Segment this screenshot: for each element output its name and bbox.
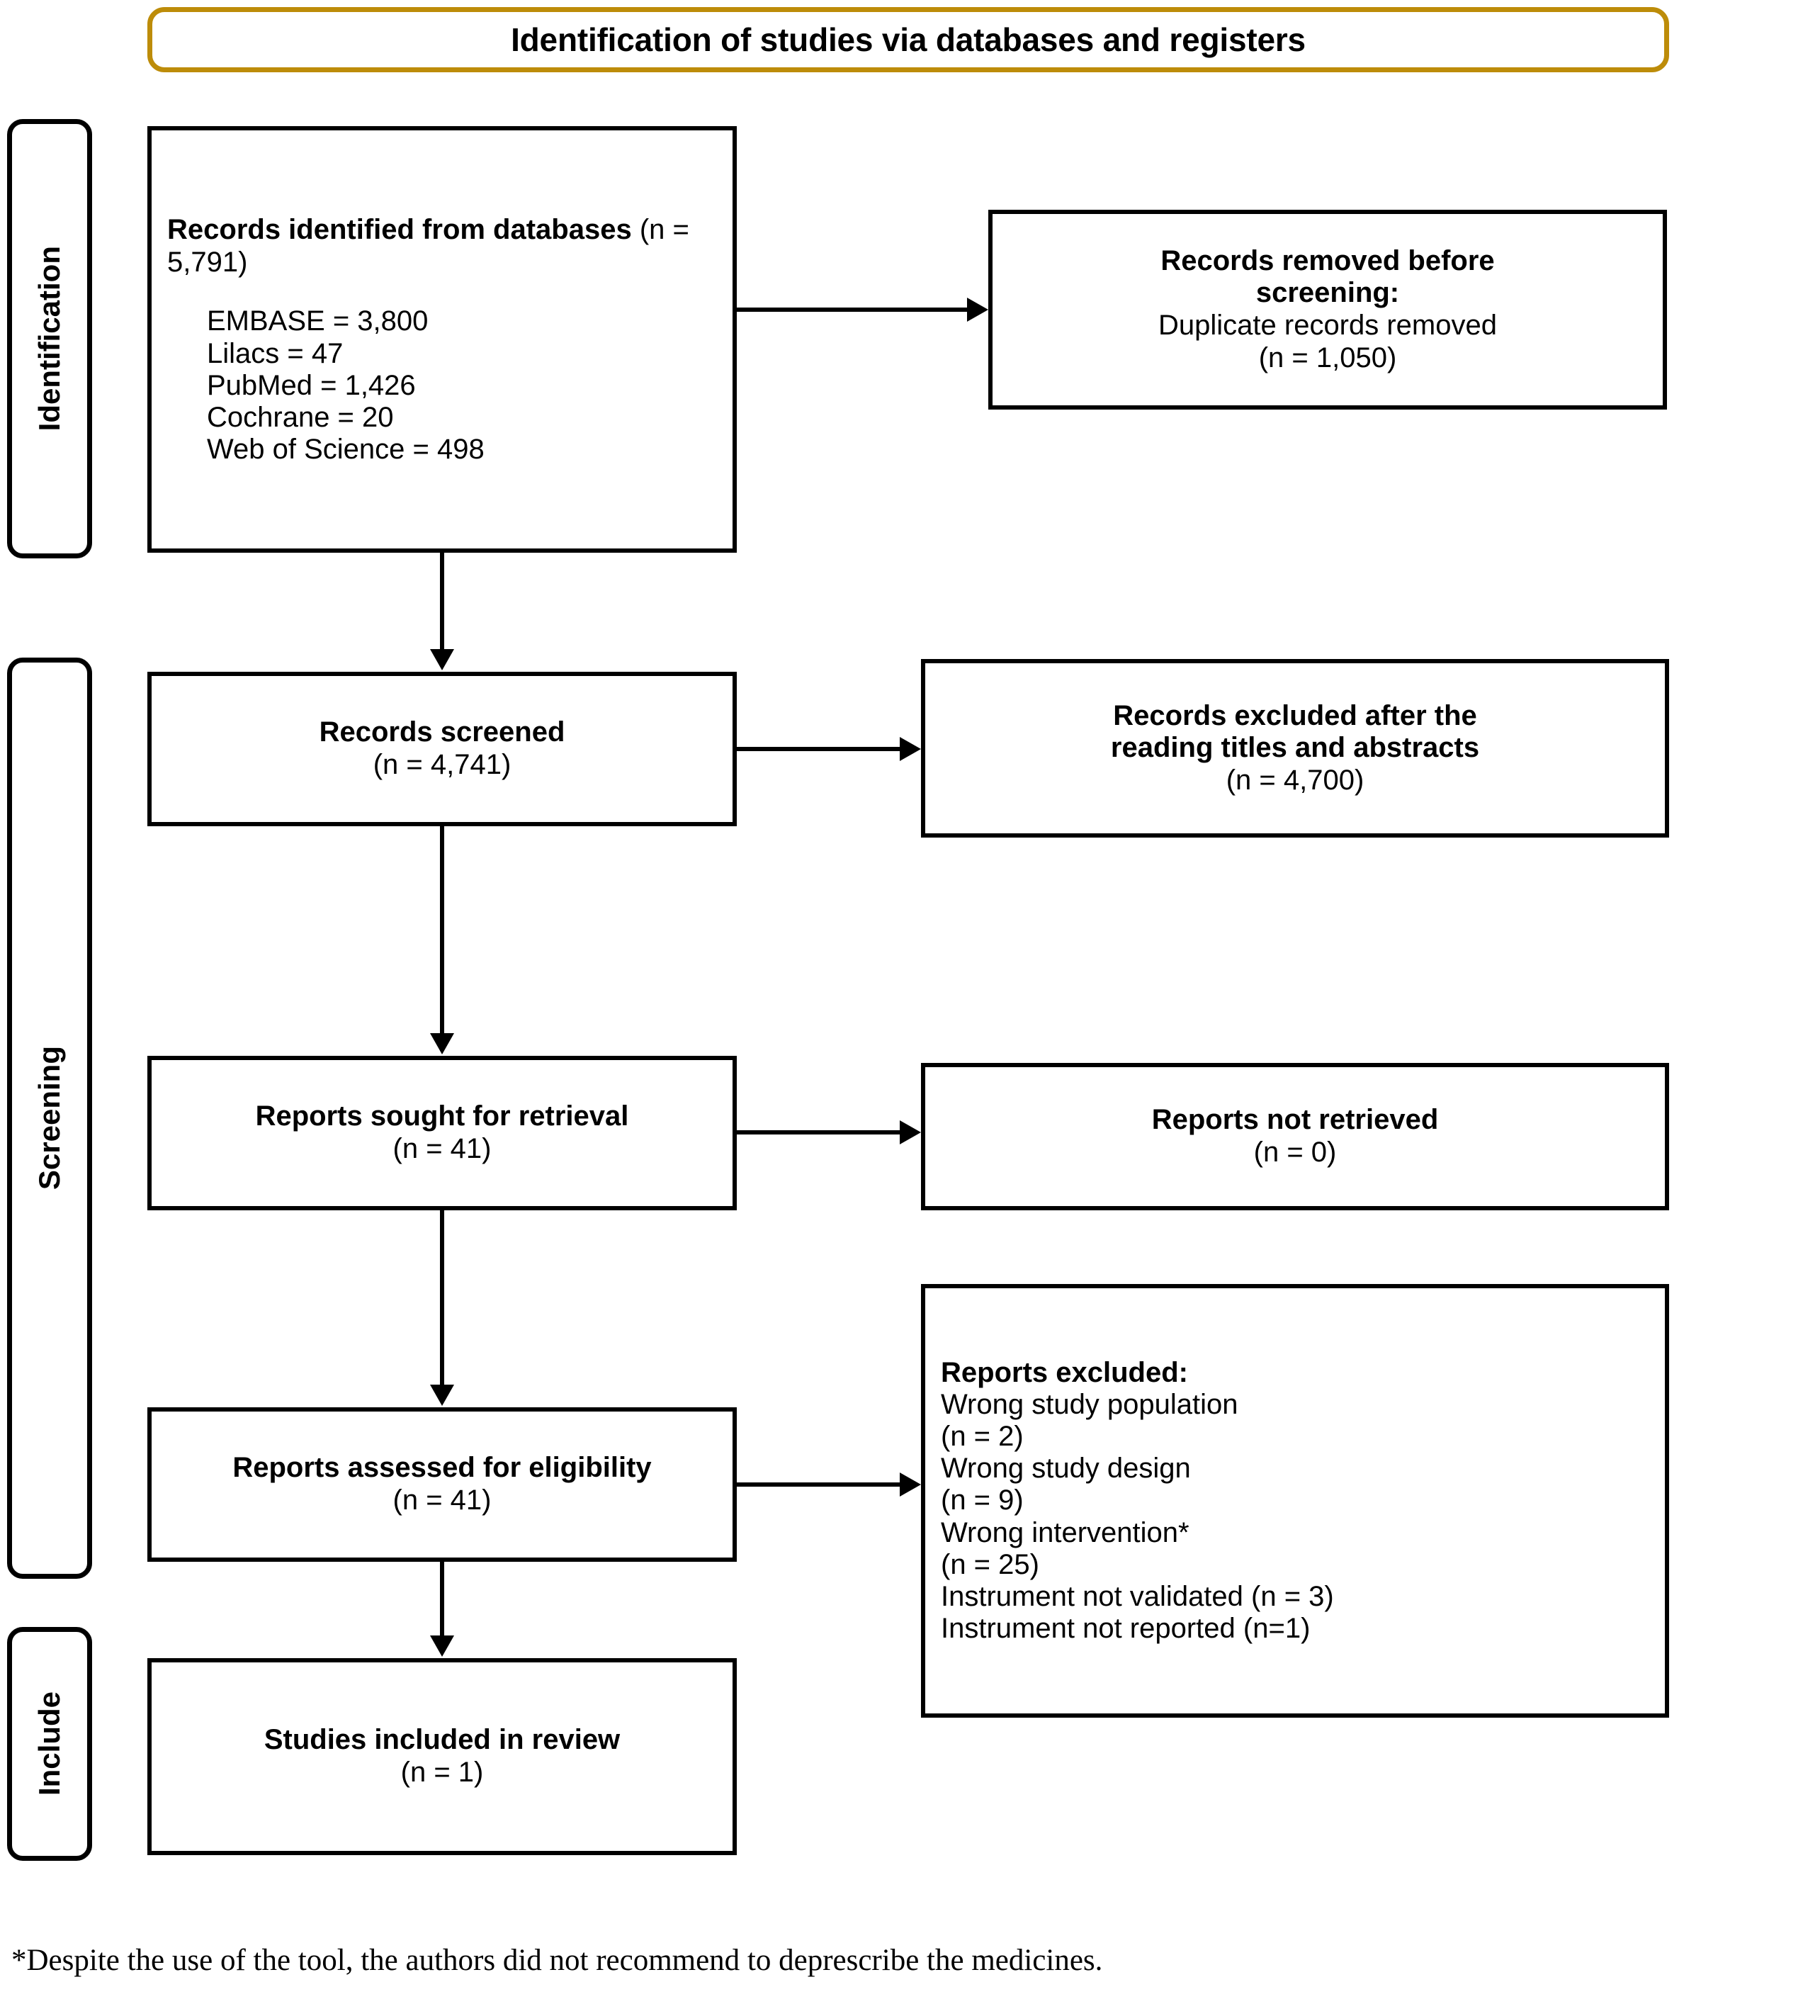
source-web-of-science: Web of Science = 498 [207, 434, 485, 466]
connector-assessed-to-excluded [737, 1482, 900, 1487]
records-removed-detail: Duplicate records removed [1158, 310, 1497, 341]
reason-wrong-intervention: Wrong intervention* [941, 1516, 1189, 1548]
records-identified-heading: Records identified from databases (n = 5… [167, 213, 721, 279]
box-records-excluded: Records excluded after the reading title… [921, 659, 1669, 838]
reason-wrong-study-population-n: (n = 2) [941, 1421, 1024, 1453]
connector-sought-to-assessed [440, 1210, 444, 1387]
figure-footnote: *Despite the use of the tool, the author… [11, 1944, 1103, 1977]
box-studies-included: Studies included in review (n = 1) [147, 1658, 737, 1855]
connector-assessed-to-included [440, 1562, 444, 1638]
arrow-assessed-to-excluded [900, 1472, 921, 1497]
arrow-screened-to-excluded [900, 737, 921, 761]
records-removed-title-line2: screening: [1255, 277, 1400, 309]
records-screened-count: (n = 4,741) [373, 749, 511, 780]
reports-assessed-title: Reports assessed for eligibility [232, 1452, 652, 1484]
stage-rail-screening: Screening [7, 658, 92, 1579]
reason-instrument-not-validated: Instrument not validated (n = 3) [941, 1580, 1334, 1612]
studies-included-count: (n = 1) [400, 1757, 484, 1788]
records-identified-title: Records identified from databases [167, 213, 632, 245]
header-banner: Identification of studies via databases … [147, 7, 1669, 72]
records-removed-title-line1: Records removed before [1160, 244, 1495, 276]
stage-label-include: Include [33, 1691, 66, 1796]
box-records-identified: Records identified from databases (n = 5… [147, 126, 737, 553]
records-excluded-title-line1: Records excluded after the [1113, 699, 1477, 731]
stage-label-identification: Identification [33, 246, 66, 432]
box-reports-excluded: Reports excluded: Wrong study population… [921, 1284, 1669, 1718]
stage-rail-identification: Identification [7, 119, 92, 558]
reason-wrong-study-design: Wrong study design [941, 1453, 1191, 1485]
reports-not-retrieved-title: Reports not retrieved [1151, 1104, 1439, 1136]
diagram-title: Identification of studies via databases … [511, 21, 1306, 58]
stage-rail-include: Include [7, 1627, 92, 1861]
arrow-assessed-to-included [430, 1635, 454, 1657]
reports-not-retrieved-count: (n = 0) [1253, 1137, 1337, 1168]
arrow-sought-to-assessed [430, 1385, 454, 1406]
reports-sought-title: Reports sought for retrieval [255, 1100, 629, 1132]
records-excluded-count: (n = 4,700) [1226, 764, 1364, 796]
reports-sought-count: (n = 41) [392, 1133, 492, 1164]
box-records-removed: Records removed before screening: Duplic… [988, 210, 1667, 410]
box-reports-assessed: Reports assessed for eligibility (n = 41… [147, 1407, 737, 1562]
box-records-screened: Records screened (n = 4,741) [147, 672, 737, 826]
source-lilacs: Lilacs = 47 [207, 337, 344, 369]
studies-included-title: Studies included in review [264, 1724, 621, 1756]
reports-excluded-heading: Reports excluded: [941, 1356, 1188, 1388]
reason-wrong-study-population: Wrong study population [941, 1388, 1238, 1420]
connector-screened-to-sought [440, 826, 444, 1036]
records-excluded-title-line2: reading titles and abstracts [1110, 732, 1480, 764]
connector-identified-to-screened [440, 553, 444, 652]
box-reports-sought: Reports sought for retrieval (n = 41) [147, 1056, 737, 1210]
arrow-sought-to-not-retrieved [900, 1120, 921, 1144]
reports-assessed-count: (n = 41) [392, 1485, 492, 1516]
source-pubmed: PubMed = 1,426 [207, 369, 416, 401]
arrow-identified-to-screened [430, 649, 454, 670]
records-identified-count: (n = 5,791) [167, 213, 689, 278]
records-removed-count: (n = 1,050) [1258, 342, 1397, 373]
connector-identified-to-removed [737, 308, 967, 312]
reason-wrong-intervention-n: (n = 25) [941, 1548, 1039, 1580]
connector-screened-to-excluded [737, 747, 900, 751]
reason-wrong-study-design-n: (n = 9) [941, 1485, 1024, 1516]
arrow-identified-to-removed [967, 298, 988, 322]
box-reports-not-retrieved: Reports not retrieved (n = 0) [921, 1063, 1669, 1210]
records-screened-title: Records screened [319, 716, 565, 748]
stage-label-screening: Screening [33, 1046, 66, 1190]
source-embase: EMBASE = 3,800 [207, 305, 429, 337]
reason-instrument-not-reported: Instrument not reported (n=1) [941, 1613, 1311, 1645]
source-cochrane: Cochrane = 20 [207, 401, 394, 433]
connector-sought-to-not-retrieved [737, 1130, 900, 1134]
arrow-screened-to-sought [430, 1033, 454, 1054]
